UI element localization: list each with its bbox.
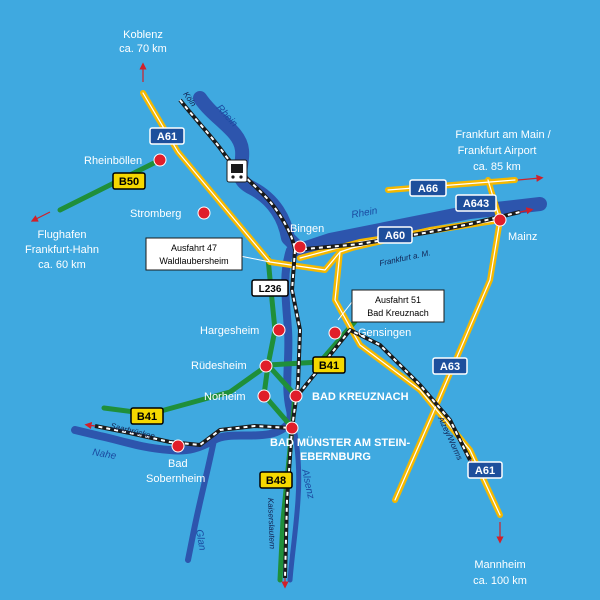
nahe-label: Nahe [91, 447, 117, 462]
bad-muenster-label-1: BAD MÜNSTER AM STEIN- [270, 436, 410, 449]
svg-text:A643: A643 [463, 198, 489, 210]
arrow-frankfurt-icon [517, 174, 544, 182]
mainz-dot [493, 213, 507, 227]
arrow-saarbruecken-icon [84, 421, 96, 430]
train-station-icon [226, 159, 248, 183]
arrow-mainz-rail-icon [519, 207, 534, 215]
bad-sobernheim-label-1: Bad [168, 458, 188, 470]
svg-text:Ausfahrt 51: Ausfahrt 51 [375, 295, 421, 305]
svg-text:A60: A60 [385, 230, 405, 242]
b50-road [57, 157, 163, 213]
glan-label: Glan [193, 529, 208, 552]
bad-kreuznach-dot [289, 389, 303, 403]
a61-south-shield: A61 [467, 461, 503, 479]
a66-shield: A66 [409, 179, 447, 197]
arrow-hahn-icon [30, 211, 51, 222]
bad-muenster-label-2: EBERNBURG [300, 451, 371, 463]
ruedesheim-dot [259, 359, 273, 373]
norheim-dot [257, 389, 271, 403]
nahe-river [71, 246, 295, 455]
svg-text:A66: A66 [418, 183, 438, 195]
svg-text:B48: B48 [266, 475, 286, 487]
b50-shield: B50 [112, 172, 146, 190]
bad-muenster-dot [285, 421, 299, 435]
svg-text:Ausfahrt 47: Ausfahrt 47 [171, 243, 217, 253]
glan-river [185, 437, 217, 563]
hahn-label-2: Frankfurt-Hahn [25, 244, 99, 256]
mainz-label: Mainz [508, 231, 537, 243]
exit-51-box: Ausfahrt 51 Bad Kreuznach [337, 289, 445, 323]
b41-east-shield: B41 [312, 356, 346, 374]
frankfurt-distance: ca. 85 km [473, 161, 521, 173]
svg-text:A63: A63 [440, 361, 460, 373]
hargesheim-label: Hargesheim [200, 325, 259, 337]
gensingen-label: Gensingen [358, 327, 411, 339]
federal-road-shields: B50 B41 B41 B48 L236 [112, 172, 346, 489]
exit-47-box: Ausfahrt 47 Waldlaubersheim [145, 237, 271, 271]
rheinboellen-dot [153, 153, 167, 167]
alsenz-label: Alsenz [299, 467, 316, 500]
gensingen-dot [328, 326, 342, 340]
b48-shield: B48 [259, 471, 293, 489]
city-dots [153, 153, 507, 453]
alsenz-river [287, 409, 302, 583]
rail-kaiserslautern-label: Kaiserslautern [266, 498, 277, 550]
koblenz-label: Koblenz [123, 29, 163, 41]
rhine-river [193, 91, 547, 257]
stromberg-dot [197, 206, 211, 220]
svg-text:A61: A61 [157, 131, 177, 143]
exit-labels: Ausfahrt 47 Waldlaubersheim Ausfahrt 51 … [145, 237, 445, 323]
ruedesheim-label: Rüdesheim [191, 360, 247, 372]
rhine-label-east: Rhein [351, 206, 379, 221]
norheim-label: Norheim [204, 391, 246, 403]
hargesheim-dot [272, 323, 286, 337]
l236-road [265, 255, 278, 368]
mannheim-distance: ca. 100 km [473, 575, 527, 587]
hahn-label-1: Flughafen [38, 229, 87, 241]
svg-text:Bad Kreuznach: Bad Kreuznach [367, 308, 429, 318]
autobahn-shields: A61 A66 A643 A60 A63 A61 [149, 127, 503, 479]
destination-labels: Koblenz ca. 70 km Frankfurt am Main / Fr… [25, 29, 552, 587]
stromberg-label: Stromberg [130, 208, 181, 220]
bad-sobernheim-dot [171, 439, 185, 453]
frankfurt-label-2: Frankfurt Airport [458, 145, 537, 157]
mannheim-label: Mannheim [474, 559, 525, 571]
l236-shield: L236 [251, 279, 289, 297]
svg-text:L236: L236 [259, 284, 282, 295]
rheinboellen-label: Rheinböllen [84, 155, 142, 167]
frankfurt-label-1: Frankfurt am Main / [455, 129, 551, 141]
a63-shield: A63 [432, 357, 468, 375]
svg-text:B50: B50 [119, 176, 139, 188]
svg-text:A61: A61 [475, 465, 495, 477]
koblenz-distance: ca. 70 km [119, 43, 167, 55]
rail-frankfurt-label: Frankfurt a. M. [379, 248, 432, 268]
svg-text:B41: B41 [137, 411, 157, 423]
bad-kreuznach-label: BAD KREUZNACH [312, 391, 409, 403]
railways [94, 98, 521, 579]
a61-north-shield: A61 [149, 127, 185, 145]
city-labels: Rheinböllen Stromberg Bingen Mainz Gensi… [84, 155, 537, 485]
a60-shield: A60 [377, 226, 413, 244]
a643-shield: A643 [455, 194, 497, 212]
svg-text:Waldlaubersheim: Waldlaubersheim [159, 256, 228, 266]
bingen-dot [293, 240, 307, 254]
svg-text:B41: B41 [319, 360, 339, 372]
bingen-label: Bingen [290, 223, 324, 235]
hahn-distance: ca. 60 km [38, 259, 86, 271]
b41-west-shield: B41 [130, 407, 164, 425]
bad-sobernheim-label-2: Sobernheim [146, 473, 205, 485]
